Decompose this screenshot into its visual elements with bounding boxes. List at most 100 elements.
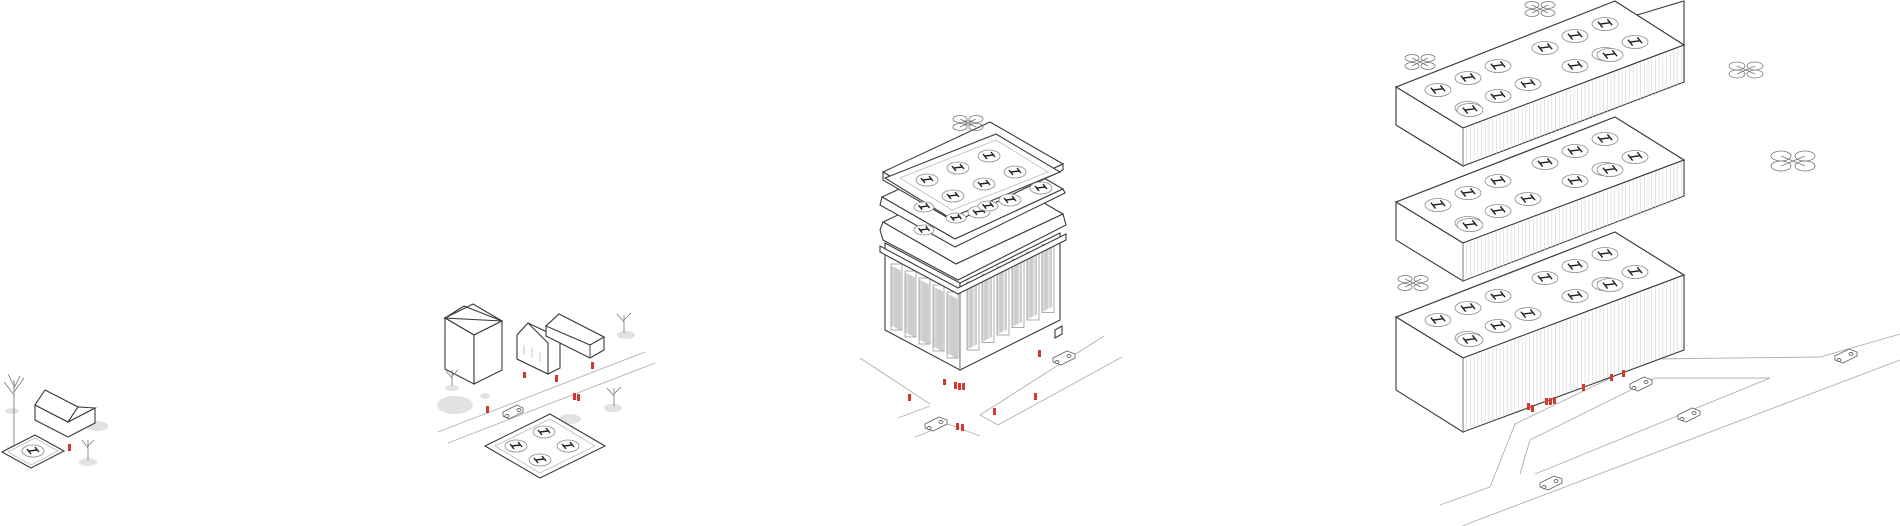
helipad-icon	[1456, 333, 1484, 347]
helipad-icon	[1484, 289, 1512, 303]
person-icon	[1622, 370, 1625, 377]
person-icon	[1527, 403, 1530, 410]
stage-4-megastructure	[1394, 0, 1900, 526]
person-icon	[591, 362, 594, 369]
helipad-icon	[1591, 132, 1619, 146]
person-icon	[962, 383, 965, 390]
road-edge	[979, 335, 1105, 416]
helipad-icon	[946, 161, 970, 175]
person-icon	[1553, 397, 1556, 404]
helipad-icon	[1454, 186, 1482, 200]
person-icon	[908, 394, 911, 401]
slab-block-middle	[1394, 116, 1686, 282]
helipad-icon	[1029, 181, 1053, 195]
helipad-icon	[913, 224, 935, 236]
person-icon	[1038, 350, 1041, 357]
person-icon	[961, 424, 964, 431]
helipad-icon	[1454, 71, 1482, 85]
car-icon	[1052, 350, 1076, 366]
car-icon	[502, 404, 524, 420]
road-edge	[859, 357, 931, 405]
helipad-icon	[972, 177, 996, 191]
car-icon	[1677, 407, 1701, 423]
helipad-icon	[1591, 17, 1619, 31]
person-icon	[1582, 384, 1585, 391]
drone-icon	[1404, 54, 1436, 70]
tall-building	[443, 303, 504, 385]
person-icon	[523, 372, 526, 378]
tower-ledge	[1054, 325, 1063, 339]
helipad-icon	[1454, 301, 1482, 315]
helipad-icon	[941, 189, 965, 203]
helipad-icon	[1531, 41, 1559, 55]
helipad-icon	[556, 439, 580, 453]
ground-shadow	[604, 404, 622, 412]
gabled-house	[545, 313, 606, 359]
tree-icon	[445, 369, 459, 386]
helipad-icon	[1561, 289, 1589, 303]
helipad-icon	[1621, 35, 1649, 49]
drone-icon	[1728, 61, 1764, 79]
helipad-icon	[1514, 307, 1542, 321]
person-icon	[486, 406, 489, 413]
ground-shadow	[559, 414, 581, 424]
person-icon	[577, 394, 580, 401]
person-icon	[573, 393, 576, 400]
person-icon	[1531, 405, 1534, 412]
person-icon	[954, 382, 957, 389]
helipad-icon	[1484, 174, 1512, 188]
person-icon	[958, 383, 961, 390]
drone-icon	[952, 115, 984, 131]
gabled-house	[516, 322, 561, 375]
helipad-icon	[1561, 259, 1589, 273]
helipad-icon	[1424, 313, 1452, 327]
person-icon	[68, 444, 71, 451]
helipad-icon	[1514, 77, 1542, 91]
helipad-icon	[1561, 59, 1589, 73]
helipad-icon	[945, 212, 967, 224]
slab-block-bottom	[1394, 231, 1686, 433]
ground-shadow	[437, 396, 473, 414]
platform-slab	[879, 233, 1067, 295]
helipad-icon	[1621, 265, 1649, 279]
helipad-icon	[915, 173, 939, 187]
car-icon	[924, 416, 948, 432]
helipad-icon	[1424, 198, 1452, 212]
helipad-icon	[1561, 174, 1589, 188]
ground-shadow	[445, 385, 459, 391]
tower	[879, 121, 1067, 371]
helipad-icon	[1596, 278, 1624, 292]
helipad-icon	[504, 439, 528, 453]
helipad-icon	[1596, 48, 1624, 62]
drone-icon	[1524, 1, 1556, 17]
helipad-icon	[1456, 103, 1484, 117]
ground-shadow	[480, 393, 490, 399]
stage-1-house	[0, 373, 108, 469]
helipad-icon	[1484, 319, 1512, 333]
stage-2-block	[437, 303, 656, 479]
helipad-icon	[1003, 165, 1027, 179]
helipad-icon	[913, 201, 935, 213]
person-icon	[1549, 398, 1552, 405]
house	[34, 389, 98, 438]
helipad-icon	[977, 200, 999, 212]
helipad-icon	[1424, 83, 1452, 97]
road-edge	[897, 405, 931, 419]
tree-icon	[606, 386, 622, 406]
helipad-icon	[1484, 59, 1512, 73]
helipad-icon	[1596, 163, 1624, 177]
road-edge	[447, 362, 656, 444]
tree-icon	[3, 373, 25, 446]
helipad-icon	[532, 425, 556, 439]
person-icon	[1034, 393, 1037, 400]
drone-icon	[1770, 150, 1816, 172]
person-icon	[555, 375, 558, 382]
ground-shadow	[79, 458, 97, 466]
platform-slab	[879, 188, 1066, 248]
helipad-plate	[0, 434, 66, 469]
helipad-icon	[1531, 271, 1559, 285]
person-icon	[956, 423, 959, 430]
helipad-icon	[1514, 192, 1542, 206]
helipad-icon	[1561, 29, 1589, 43]
